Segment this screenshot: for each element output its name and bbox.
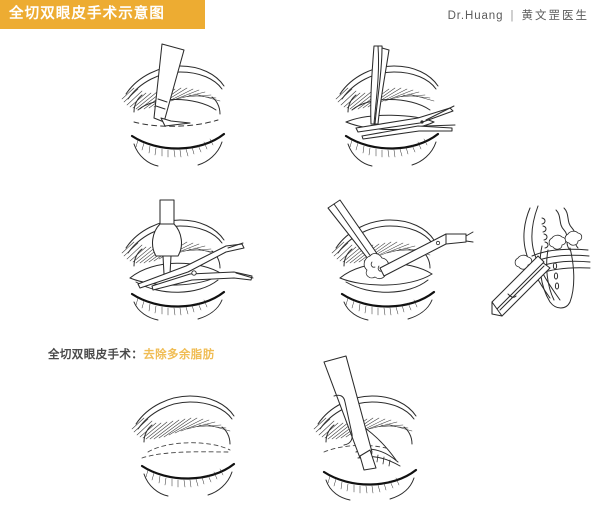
scalpel-instrument-1 bbox=[153, 43, 191, 127]
title-banner: 全切双眼皮手术示意图 bbox=[0, 0, 205, 29]
figure-step-2 bbox=[322, 45, 472, 170]
eye-outline-5 bbox=[131, 395, 236, 497]
figure-step-6 bbox=[300, 355, 450, 501]
byline: Dr.Huang | 黄文罡医生 bbox=[448, 7, 589, 23]
byline-doctor-en: Dr.Huang bbox=[447, 10, 504, 22]
forceps-instrument-2 bbox=[370, 45, 390, 125]
needle-holder-instrument-6 bbox=[323, 355, 377, 471]
figure-step-1 bbox=[108, 43, 248, 170]
caption-lead: 全切双眼皮手术： bbox=[48, 349, 144, 361]
orbital-fat-lobules bbox=[514, 230, 583, 270]
figure-step-3 bbox=[108, 199, 268, 321]
cautery-instrument-4 bbox=[379, 231, 474, 277]
byline-separator: | bbox=[510, 10, 515, 22]
caption-highlight: 去除多余脂肪 bbox=[143, 349, 215, 361]
figure-step-5 bbox=[118, 390, 258, 498]
clamp-instrument-3 bbox=[151, 199, 183, 275]
figure-detail-anatomy bbox=[491, 205, 592, 318]
section-caption: 全切双眼皮手术：去除多余脂肪 bbox=[48, 346, 215, 362]
scissors-instrument-2 bbox=[355, 105, 456, 140]
byline-doctor-cn: 黄文罡医生 bbox=[521, 10, 589, 22]
page-title: 全切双眼皮手术示意图 bbox=[9, 6, 165, 23]
eye-outline-4 bbox=[331, 219, 436, 321]
figure-step-4 bbox=[318, 199, 474, 321]
eyelid-layers-detail bbox=[491, 205, 591, 317]
scissors-instrument-3 bbox=[137, 242, 254, 291]
eye-outline-3 bbox=[121, 219, 226, 321]
